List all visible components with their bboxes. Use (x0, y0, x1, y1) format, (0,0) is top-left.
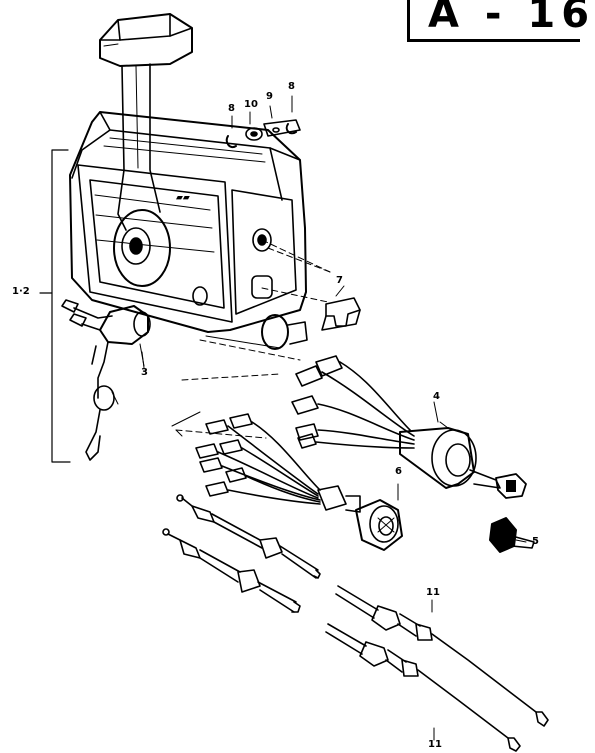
cable-lower (162, 528, 301, 613)
svg-text:▰▰: ▰▰ (176, 193, 190, 203)
cable-11-upper (335, 585, 549, 727)
callout-11-lower: 11 (428, 739, 442, 750)
pin-parts (225, 95, 301, 148)
callout-11-upper: 11 (426, 587, 440, 598)
spare-key-5 (489, 517, 535, 553)
callout-9: 9 (266, 91, 273, 102)
exploded-drawing: ▰▰ (39, 13, 549, 752)
bracket-1-2 (39, 149, 71, 463)
callout-8-left: 8 (228, 103, 235, 114)
stop-switch-assembly (61, 299, 151, 461)
callout-5: 5 (532, 536, 539, 547)
callout-7: 7 (336, 275, 343, 286)
callout-6: 6 (395, 466, 402, 477)
callout-leaders (141, 285, 527, 741)
figure-id-box: A - 16 (407, 0, 589, 42)
callout-8-right: 8 (288, 81, 295, 92)
cable-upper (176, 494, 321, 579)
harness-6 (195, 413, 403, 551)
cable-11-lower (325, 623, 521, 752)
callout-10: 10 (244, 99, 258, 110)
leader-lines (171, 239, 331, 439)
main-harness-4 (291, 355, 527, 499)
parts-diagram: A - 16 (12, 0, 589, 752)
callout-1-2: 1·2 (12, 286, 30, 297)
remote-control-box: ▰▰ (69, 111, 308, 350)
callout-4: 4 (433, 391, 440, 402)
figure-id-label: A - 16 (428, 0, 595, 37)
control-lever (99, 13, 193, 231)
plate-7 (321, 297, 361, 331)
callout-3: 3 (141, 367, 148, 378)
